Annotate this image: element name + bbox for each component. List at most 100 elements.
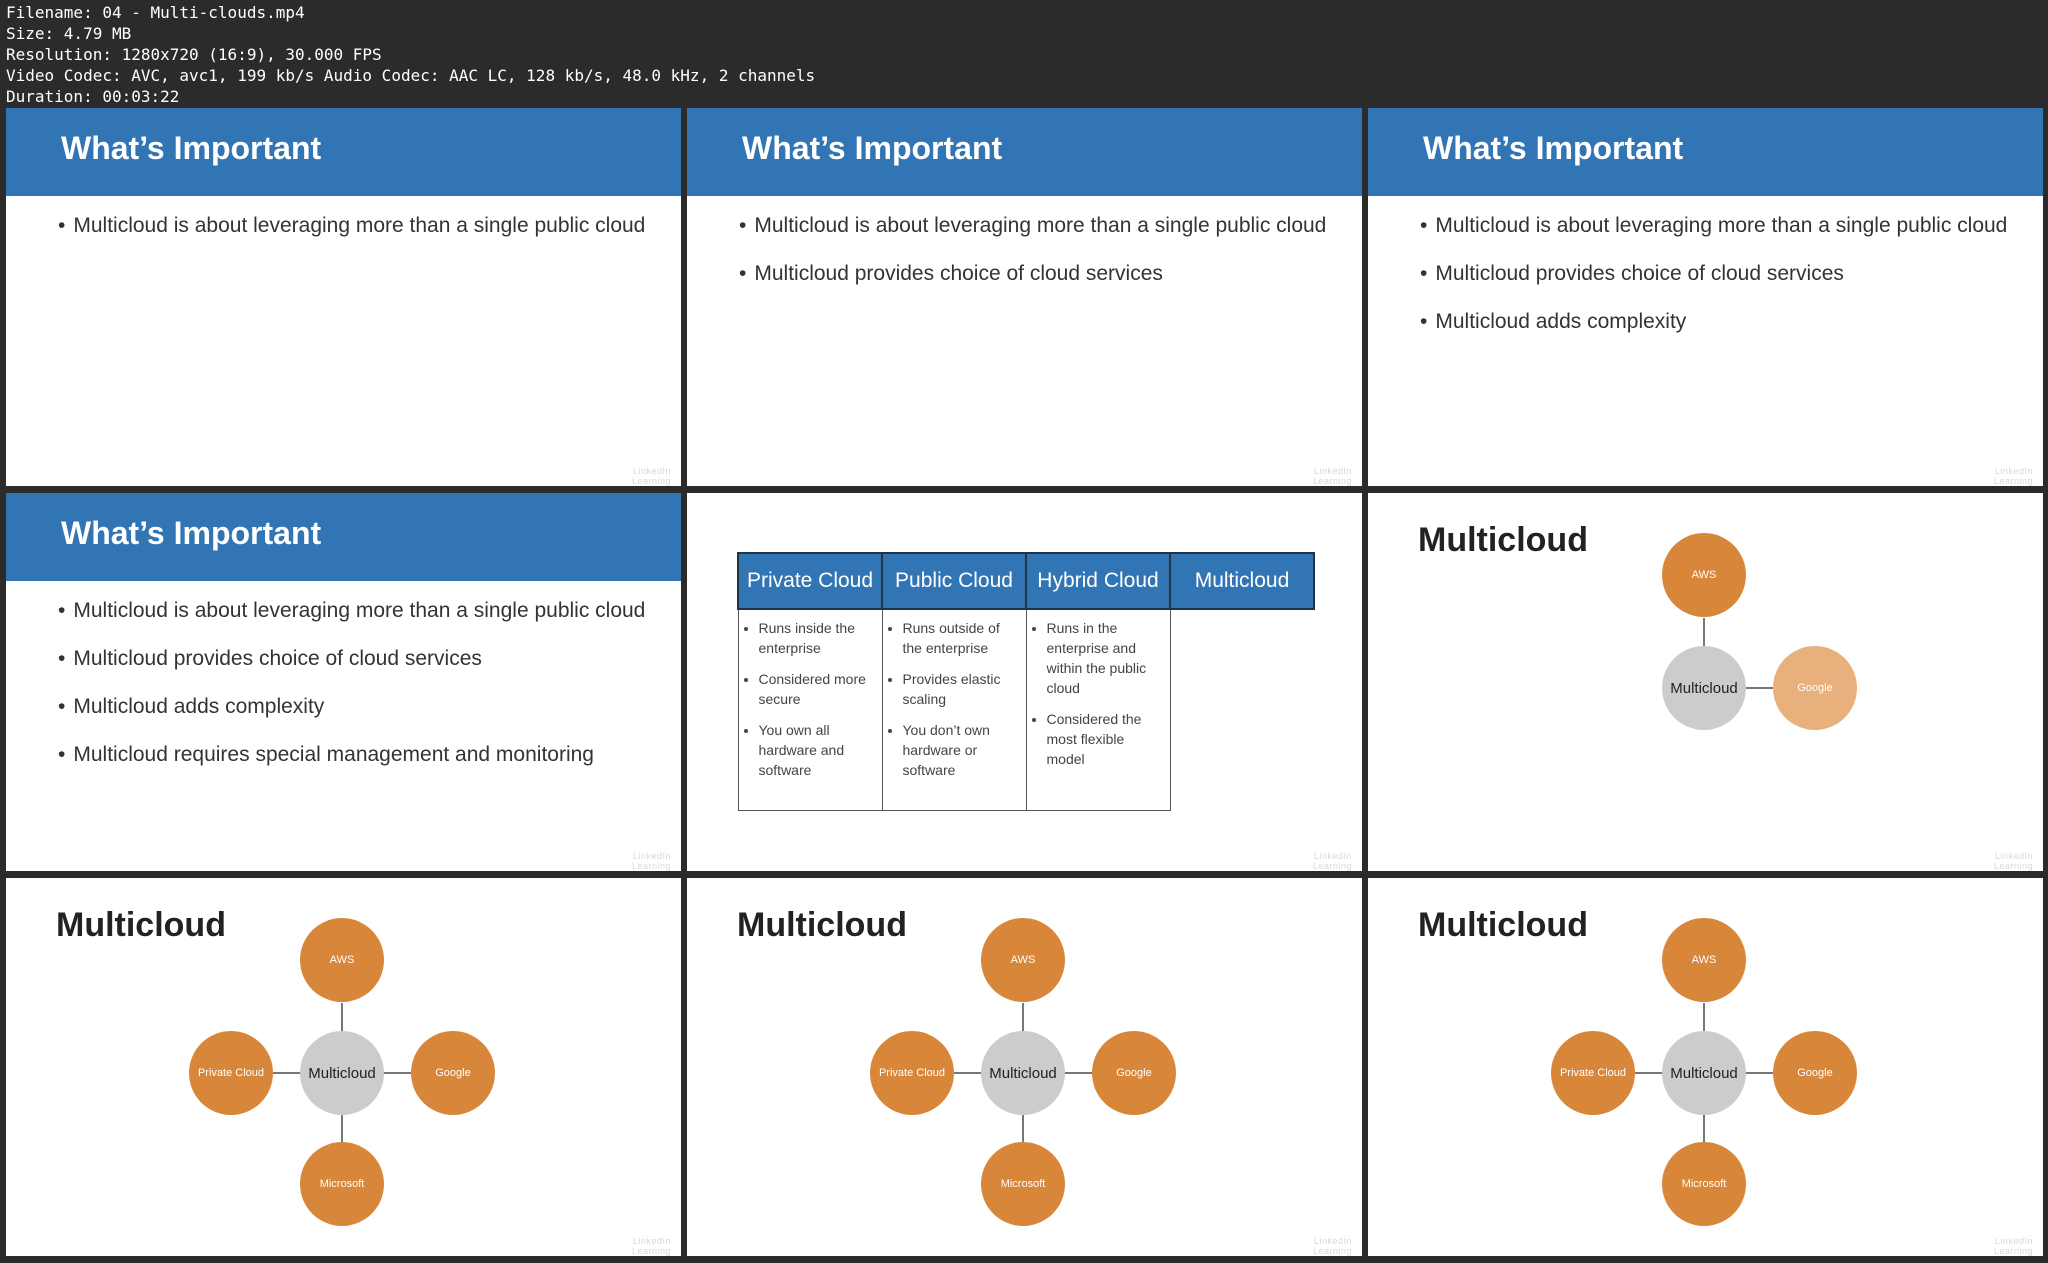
thumbnail-9[interactable]: Multicloud AWS Private Cloud Multicloud …	[1368, 878, 2043, 1256]
watermark-logo: LinkedIn Learning	[1993, 1236, 2033, 1256]
thumbnail-grid: What’s Important Multicloud is about lev…	[0, 108, 2048, 1263]
codec-line: Video Codec: AVC, avc1, 199 kb/s Audio C…	[6, 66, 816, 85]
watermark-logo: LinkedIn Learning	[631, 1236, 671, 1256]
bullet-item: Multicloud is about leveraging more than…	[58, 598, 645, 646]
watermark-logo: LinkedIn Learning	[631, 851, 671, 871]
bullet-list: Multicloud is about leveraging more than…	[739, 213, 1326, 309]
list-item: Runs outside of the enterprise	[903, 618, 1020, 658]
connector-line	[1635, 1072, 1663, 1074]
slide-banner: What’s Important	[1368, 108, 2043, 196]
thumbnail-8[interactable]: Multicloud AWS Private Cloud Multicloud …	[687, 878, 1362, 1256]
header-private-cloud: Private Cloud	[737, 552, 883, 610]
google-node: Google	[1092, 1031, 1176, 1115]
microsoft-node: Microsoft	[300, 1142, 384, 1226]
multicloud-node: Multicloud	[1662, 1031, 1746, 1115]
aws-node: AWS	[1662, 533, 1746, 617]
connector-line	[1745, 687, 1773, 689]
connector-line	[1703, 1115, 1705, 1143]
cell-hybrid: Runs in the enterprise and within the pu…	[1025, 608, 1171, 811]
watermark-logo: LinkedIn Learning	[631, 466, 671, 486]
slide-title: Multicloud	[1418, 521, 1588, 559]
thumbnail-5[interactable]: Private Cloud Public Cloud Hybrid Cloud …	[687, 493, 1362, 871]
watermark-logo: LinkedIn Learning	[1312, 851, 1352, 871]
connector-line	[273, 1072, 301, 1074]
cloud-comparison-table: Private Cloud Public Cloud Hybrid Cloud …	[737, 552, 1315, 811]
aws-node: AWS	[1662, 918, 1746, 1002]
bullet-item: Multicloud is about leveraging more than…	[58, 213, 645, 261]
slide-title: Multicloud	[1418, 906, 1588, 944]
slide-title: Multicloud	[56, 906, 226, 944]
slide-title: Multicloud	[737, 906, 907, 944]
size-line: Size: 4.79 MB	[6, 24, 132, 43]
bullet-item: Multicloud provides choice of cloud serv…	[1420, 261, 2007, 309]
slide-title: What’s Important	[61, 130, 322, 166]
slide-banner: What’s Important	[6, 108, 681, 196]
bullet-item: Multicloud is about leveraging more than…	[1420, 213, 2007, 261]
slide-title: What’s Important	[742, 130, 1003, 166]
slide-title: What’s Important	[61, 515, 322, 551]
cell-private: Runs inside the enterprise Considered mo…	[737, 608, 883, 811]
google-node: Google	[411, 1031, 495, 1115]
connector-line	[1022, 1115, 1024, 1143]
list-item: You own all hardware and software	[759, 720, 876, 780]
bullet-list: Multicloud is about leveraging more than…	[58, 213, 645, 261]
connector-line	[1022, 1003, 1024, 1031]
connector-line	[954, 1072, 982, 1074]
list-item: You don’t own hardware or software	[903, 720, 1020, 780]
duration-line: Duration: 00:03:22	[6, 87, 180, 106]
cell-multicloud-empty	[1170, 608, 1314, 811]
watermark-logo: LinkedIn Learning	[1993, 851, 2033, 871]
bullet-item: Multicloud provides choice of cloud serv…	[58, 646, 645, 694]
table-row: Runs inside the enterprise Considered mo…	[737, 608, 1314, 811]
list-item: Provides elastic scaling	[903, 669, 1020, 709]
aws-node: AWS	[981, 918, 1065, 1002]
thumbnail-2[interactable]: What’s Important Multicloud is about lev…	[687, 108, 1362, 486]
thumbnail-6[interactable]: Multicloud AWS Multicloud Google LinkedI…	[1368, 493, 2043, 871]
connector-line	[1064, 1072, 1092, 1074]
resolution-line: Resolution: 1280x720 (16:9), 30.000 FPS	[6, 45, 382, 64]
thumbnail-3[interactable]: What’s Important Multicloud is about lev…	[1368, 108, 2043, 486]
connector-line	[1703, 1003, 1705, 1031]
aws-node: AWS	[300, 918, 384, 1002]
watermark-logo: LinkedIn Learning	[1312, 1236, 1352, 1256]
bullet-item: Multicloud adds complexity	[1420, 309, 2007, 357]
private-cloud-node: Private Cloud	[189, 1031, 273, 1115]
bullet-item: Multicloud provides choice of cloud serv…	[739, 261, 1326, 309]
slide-banner: What’s Important	[6, 493, 681, 581]
cell-public: Runs outside of the enterprise Provides …	[881, 608, 1027, 811]
filename-line: Filename: 04 - Multi-clouds.mp4	[6, 3, 305, 22]
slide-banner: What’s Important	[687, 108, 1362, 196]
table-header-row: Private Cloud Public Cloud Hybrid Cloud …	[737, 552, 1315, 610]
header-multicloud: Multicloud	[1169, 552, 1315, 610]
bullet-list: Multicloud is about leveraging more than…	[1420, 213, 2007, 357]
list-item: Runs in the enterprise and within the pu…	[1047, 618, 1164, 698]
thumbnail-7[interactable]: Multicloud AWS Private Cloud Multicloud …	[6, 878, 681, 1256]
multicloud-node: Multicloud	[300, 1031, 384, 1115]
connector-line	[383, 1072, 411, 1074]
connector-line	[1703, 618, 1705, 646]
google-node: Google	[1773, 646, 1857, 730]
slide-title: What’s Important	[1423, 130, 1684, 166]
microsoft-node: Microsoft	[981, 1142, 1065, 1226]
header-public-cloud: Public Cloud	[881, 552, 1027, 610]
microsoft-node: Microsoft	[1662, 1142, 1746, 1226]
watermark-logo: LinkedIn Learning	[1993, 466, 2033, 486]
bullet-item: Multicloud is about leveraging more than…	[739, 213, 1326, 261]
private-cloud-node: Private Cloud	[1551, 1031, 1635, 1115]
connector-line	[1745, 1072, 1773, 1074]
thumbnail-1[interactable]: What’s Important Multicloud is about lev…	[6, 108, 681, 486]
private-cloud-node: Private Cloud	[870, 1031, 954, 1115]
list-item: Considered more secure	[759, 669, 876, 709]
multicloud-node: Multicloud	[981, 1031, 1065, 1115]
connector-line	[341, 1003, 343, 1031]
bullet-item: Multicloud adds complexity	[58, 694, 645, 742]
google-node: Google	[1773, 1031, 1857, 1115]
list-item: Considered the most flexible model	[1047, 709, 1164, 769]
bullet-list: Multicloud is about leveraging more than…	[58, 598, 645, 790]
watermark-logo: LinkedIn Learning	[1312, 466, 1352, 486]
multicloud-node: Multicloud	[1662, 646, 1746, 730]
connector-line	[341, 1115, 343, 1143]
list-item: Runs inside the enterprise	[759, 618, 876, 658]
thumbnail-4[interactable]: What’s Important Multicloud is about lev…	[6, 493, 681, 871]
